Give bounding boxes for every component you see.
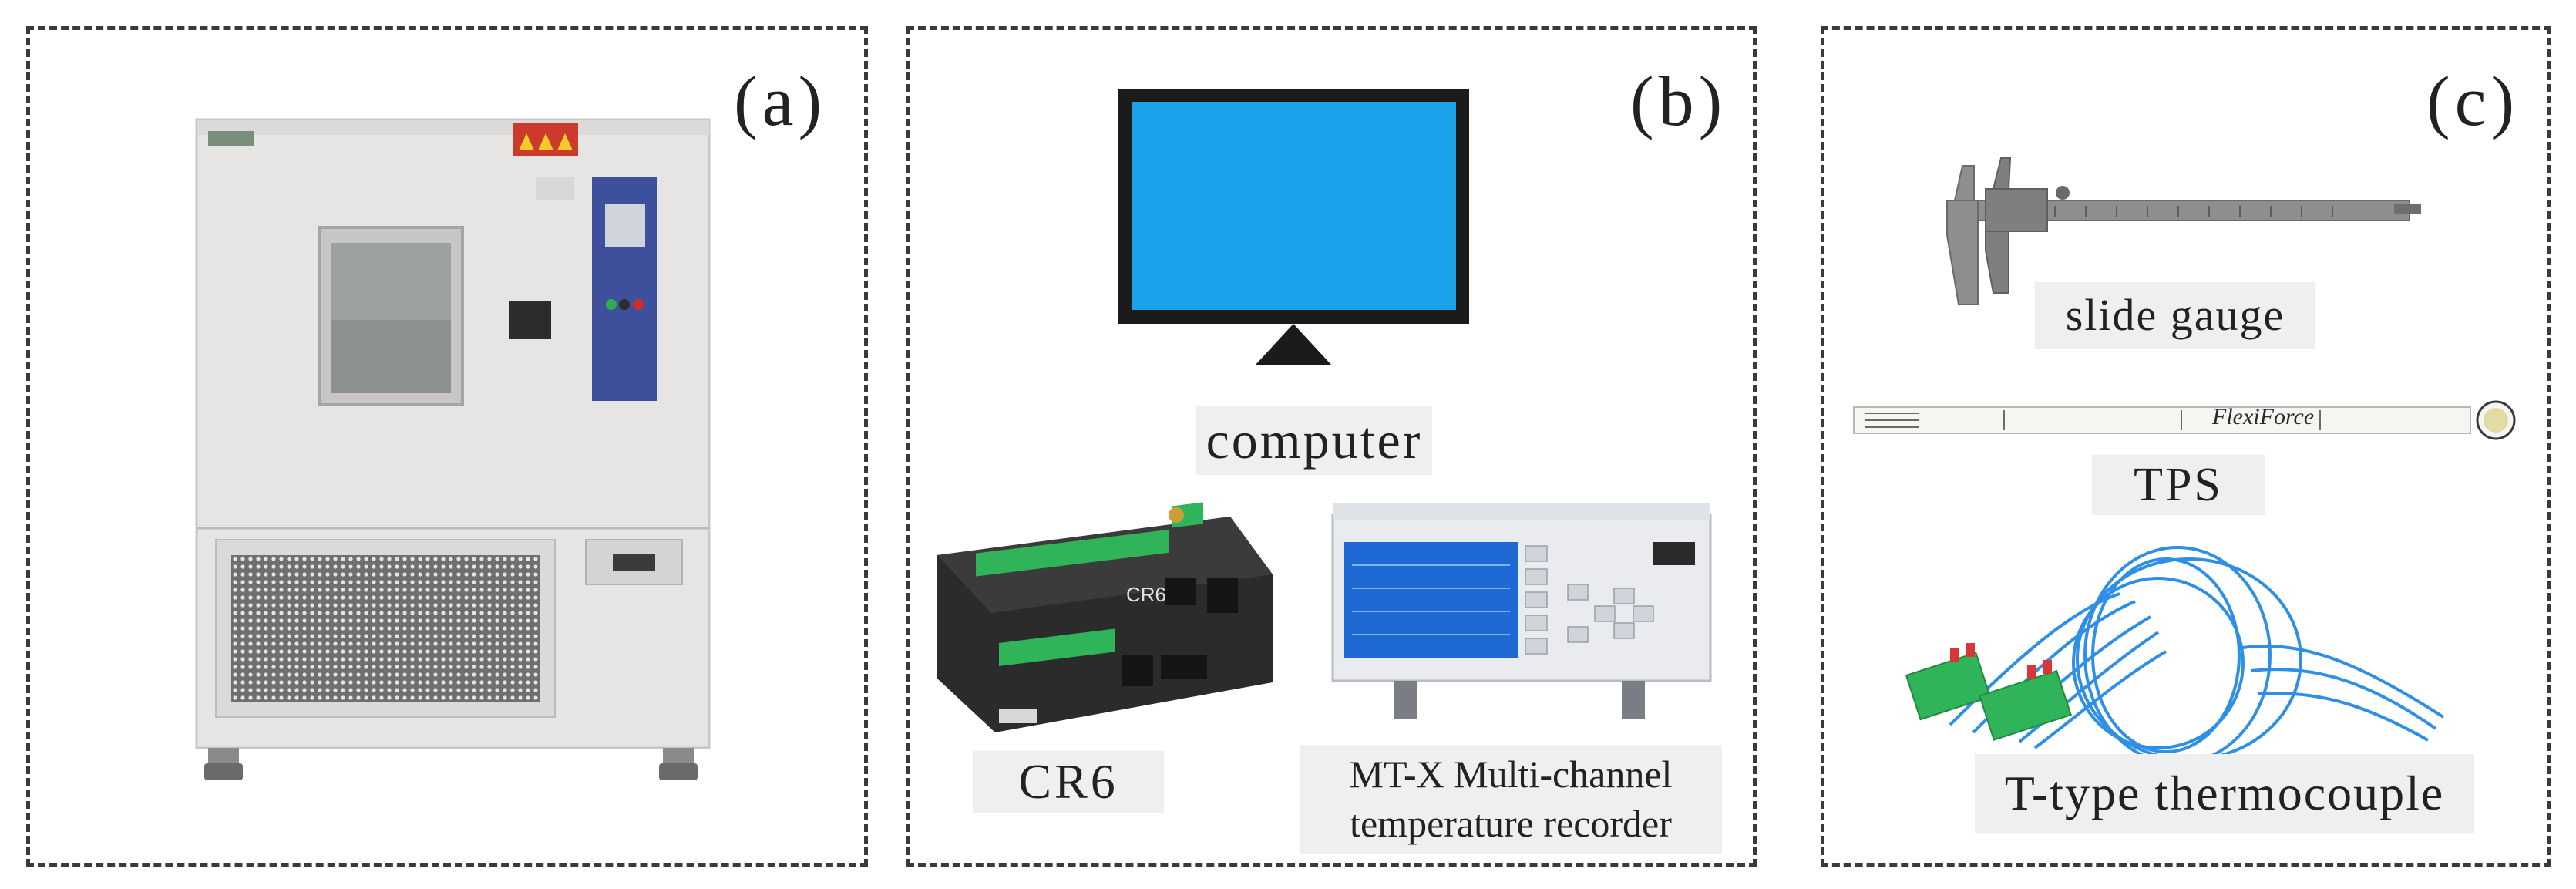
- cr6-datalogger-image: CR6: [937, 502, 1273, 732]
- cr6-caption: CR6: [973, 751, 1164, 813]
- thermocouple-image: [1905, 546, 2445, 765]
- slide-gauge-image: [1946, 157, 2421, 305]
- mtx-recorder-image: [1331, 503, 1712, 719]
- thermocouple-caption: T-type thermocouple: [1975, 754, 2474, 833]
- panel-c: [1821, 26, 2551, 867]
- panel-c-tag: (c): [2426, 62, 2520, 140]
- slide-gauge-caption: slide gauge: [2035, 282, 2315, 349]
- environmental-chamber-image: [195, 118, 711, 780]
- panel-a-tag: (a): [734, 62, 827, 140]
- tps-caption: TPS: [2092, 455, 2265, 515]
- panel-a: [26, 26, 868, 867]
- panel-b-tag: (b): [1630, 62, 1727, 140]
- panel-b: [906, 26, 1757, 867]
- tps-brand-text: FlexiForce: [2211, 404, 2314, 429]
- cr6-brand-text: CR6: [1126, 583, 1166, 606]
- computer-monitor-icon: [1118, 89, 1469, 365]
- mtx-caption-line2: temperature recorder: [1350, 802, 1672, 845]
- mtx-recorder-caption: MT-X Multi-channel temperature recorder: [1300, 745, 1722, 854]
- mtx-caption-line1: MT-X Multi-channel: [1349, 753, 1673, 796]
- tps-sensor-image: FlexiForce: [1853, 400, 2516, 440]
- computer-caption: computer: [1196, 406, 1432, 475]
